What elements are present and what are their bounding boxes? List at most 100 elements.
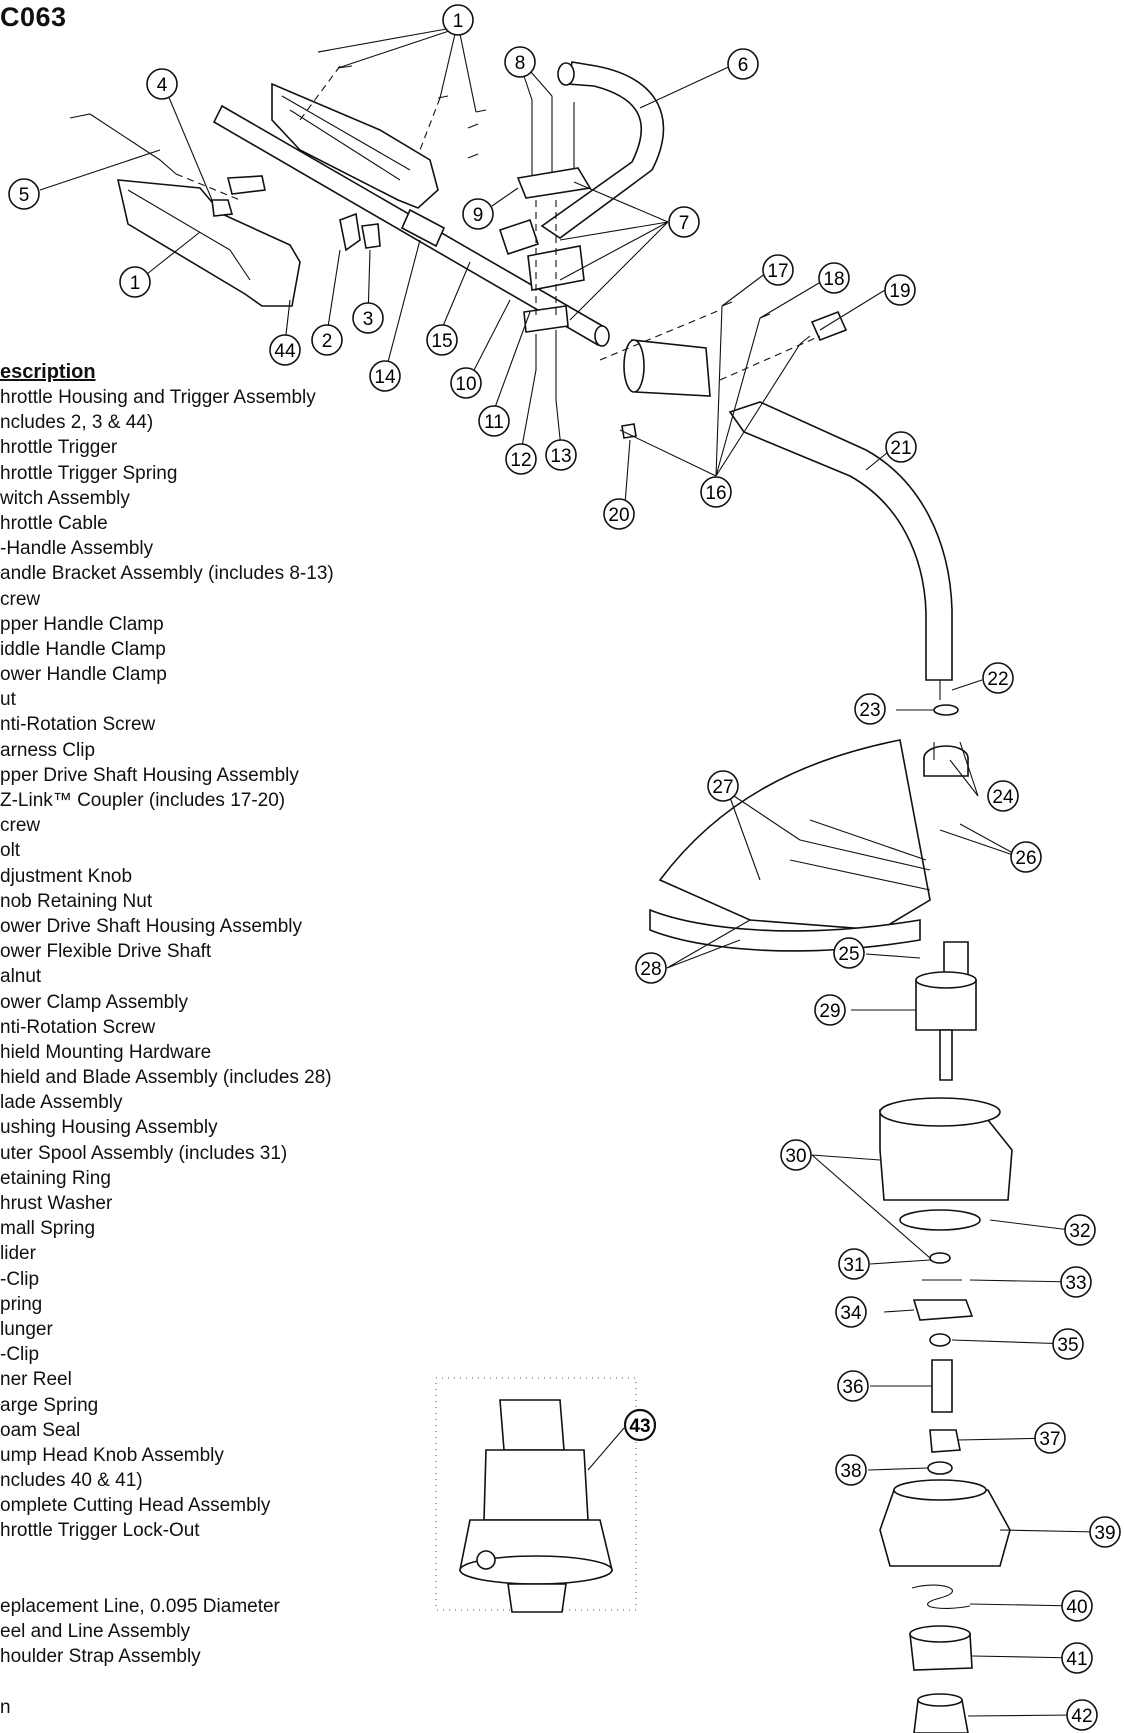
legend-line: etaining Ring [0,1167,111,1189]
callout-15: 15 [426,324,458,356]
callout-4: 4 [146,68,178,100]
callout-39-label: 39 [1094,1523,1115,1544]
callout-18-label: 18 [823,269,844,290]
callout-31: 31 [838,1248,870,1280]
j-handle-illustration [498,61,665,256]
callout-19-label: 19 [889,281,910,302]
callout-42: 42 [1066,1699,1098,1731]
callout-13-label: 13 [550,446,571,467]
callout-10: 10 [450,367,482,399]
legend-line: ncludes 2, 3 & 44) [0,412,154,434]
callout-19: 19 [884,274,916,306]
legend-line: uter Spool Assembly (includes 31) [0,1142,288,1164]
legend-list: hrottle Housing and Trigger Assembly nclu… [0,385,420,1720]
callout-12-label: 12 [510,450,531,471]
legend-line: andle Bracket Assembly (includes 8-13) [0,563,334,585]
callout-28-label: 28 [640,959,661,980]
callout-41: 41 [1061,1642,1093,1674]
callout-25: 25 [833,937,865,969]
handle-bracket-illustration [516,96,592,400]
legend-line: mall Spring [0,1218,96,1240]
callout-35: 35 [1052,1328,1084,1360]
callout-10-label: 10 [455,374,476,395]
callout-43-label: 43 [629,1416,650,1437]
legend-line: -Clip [0,1268,40,1290]
legend-line: olt [0,840,21,862]
callout-11: 11 [478,405,510,437]
callout-11-label: 11 [484,412,504,433]
legend-line: omplete Cutting Head Assembly [0,1495,271,1517]
callout-9: 9 [462,198,494,230]
callout-16: 16 [700,476,732,508]
callout-17-label: 17 [767,261,788,282]
legend-line: houlder Strap Assembly [0,1646,201,1668]
legend-line: ner Reel [0,1369,72,1391]
legend-line: pper Drive Shaft Housing Assembly [0,764,299,786]
cutting-head-illustration [879,1097,1013,1733]
callout-42-label: 42 [1071,1706,1092,1727]
callout-26: 26 [1010,841,1042,873]
callout-37-label: 37 [1039,1429,1060,1450]
callout-group: 1 1 2 3 4 5 6 7 8 9 10 11 12 13 14 15 16… [8,4,1121,1731]
callout-3: 3 [352,302,384,334]
callout-38-label: 38 [840,1461,861,1482]
legend-line: arge Spring [0,1394,99,1416]
legend-line: ower Handle Clamp [0,664,167,686]
callout-43: 43 [623,1408,657,1442]
callout-12: 12 [505,443,537,475]
legend-line: -Handle Assembly [0,538,154,560]
callout-5: 5 [8,178,40,210]
legend-line: eel and Line Assembly [0,1621,191,1643]
legend-line: Z-Link™ Coupler (includes 17-20) [0,790,286,811]
callout-4-label: 4 [157,75,168,96]
callout-8-label: 8 [515,53,526,74]
callout-30-label: 30 [785,1146,806,1167]
legend-line: ump Head Knob Assembly [0,1444,224,1466]
legend-line: ushing Housing Assembly [0,1117,218,1139]
parts-legend: escription hrottle Housing and Trigger A… [0,360,420,1720]
legend-line: pper Handle Clamp [0,613,164,635]
callout-3-label: 3 [363,309,374,330]
callout-28: 28 [635,952,667,984]
legend-line: ower Clamp Assembly [0,991,188,1013]
callout-40-label: 40 [1066,1597,1087,1618]
legend-line: hield and Blade Assembly (includes 28) [0,1067,332,1089]
callout-22-label: 22 [987,669,1008,690]
callout-16-label: 16 [705,483,726,504]
shield-assembly-illustration [649,704,969,952]
callout-9-label: 9 [473,205,484,226]
legend-line: nti-Rotation Screw [0,1016,156,1038]
page-title: C063 [0,2,67,32]
coupler-illustration [599,301,848,439]
callout-6: 6 [727,48,759,80]
callout-36-label: 36 [842,1377,863,1398]
legend-line: witch Assembly [0,487,130,509]
legend-line: nob Retaining Nut [0,890,153,912]
callout-20-label: 20 [608,505,629,526]
legend-line: oam Seal [0,1419,81,1441]
legend-line: hrottle Trigger [0,437,118,459]
legend-line: ncludes 40 & 41) [0,1470,143,1492]
callout-33: 33 [1060,1266,1092,1298]
legend-line: hrottle Housing and Trigger Assembly [0,387,316,408]
callout-39: 39 [1089,1516,1121,1548]
legend-line: ut [0,689,16,711]
callout-22: 22 [982,662,1014,694]
callout-6-label: 6 [738,55,749,76]
callout-34: 34 [835,1296,867,1328]
callout-27: 27 [707,770,739,802]
legend-line [0,1569,420,1594]
callout-29: 29 [814,994,846,1026]
legend-line: crew [0,588,41,610]
callout-29-label: 29 [819,1001,840,1022]
legend-line: hrottle Trigger Spring [0,462,178,484]
legend-line: lunger [0,1318,53,1340]
callout-25-label: 25 [838,944,859,965]
legend-line: lade Assembly [0,1092,123,1114]
callout-24: 24 [987,780,1019,812]
callout-1a-label: 1 [453,11,464,32]
callout-15-label: 15 [431,331,452,352]
legend-line [0,1670,420,1695]
legend-line: hield Mounting Hardware [0,1041,212,1063]
callout-27-label: 27 [712,777,733,798]
